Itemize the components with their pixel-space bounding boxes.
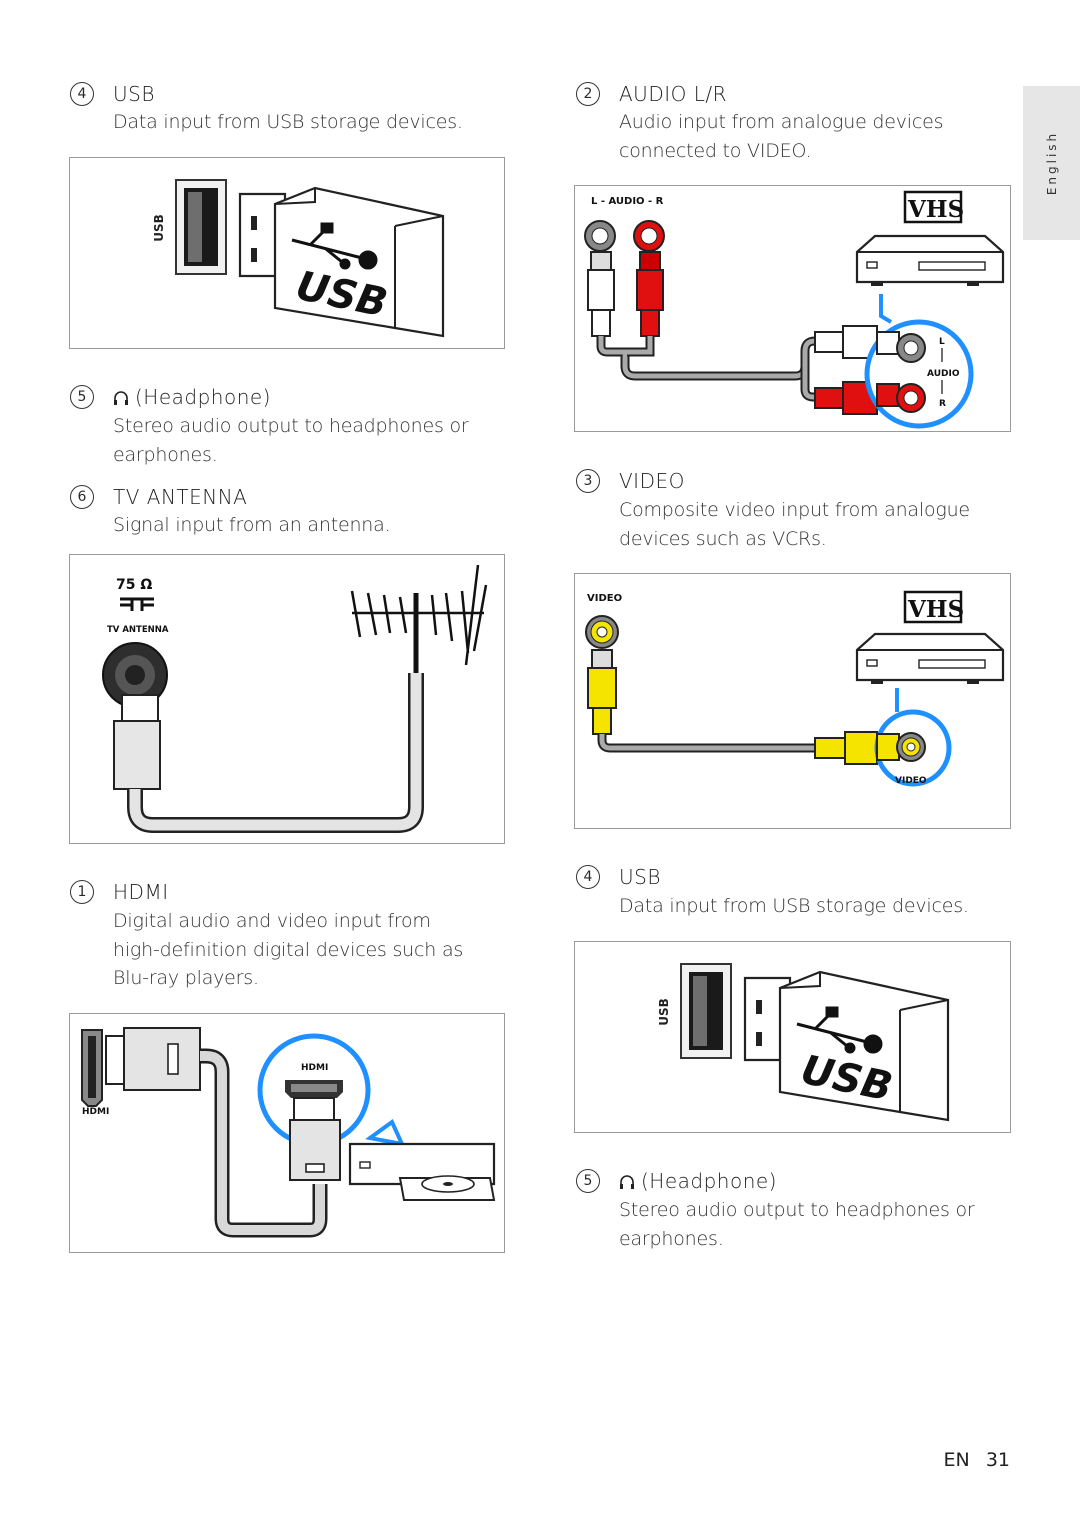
section-desc-usb-right: Data input from USB storage devices. xyxy=(619,895,969,917)
section-title-usb-right: USB xyxy=(619,865,661,889)
section-title-hdmi: HDMI xyxy=(113,880,169,904)
language-label: English xyxy=(1044,130,1059,196)
video-diagram: VIDEO VIDEO VHS xyxy=(574,573,1011,829)
section-title-headphone-right: (Headphone) xyxy=(619,1169,777,1193)
audio-callout-r: R xyxy=(939,399,946,409)
audio-diagram: L - AUDIO - R L AUDIO R xyxy=(574,185,1011,432)
section-number: 6 xyxy=(70,485,94,509)
section-desc-hdmi: Digital audio and video input from high-… xyxy=(113,910,464,989)
section-desc-headphone: Stereo audio output to headphones or ear… xyxy=(113,415,469,466)
video-callout-label: VIDEO xyxy=(895,776,927,786)
section-desc-audio: Audio input from analogue devices connec… xyxy=(619,111,944,162)
page-footer: EN 31 xyxy=(944,1449,1010,1471)
language-tab: English xyxy=(1023,86,1080,240)
audio-vhs-logo: VHS xyxy=(907,196,964,223)
video-port-label: VIDEO xyxy=(587,593,622,604)
section-desc-usb: Data input from USB storage devices. xyxy=(113,111,463,133)
usb-diagram-right: USB USB xyxy=(574,941,1011,1133)
audio-callout-l: L xyxy=(939,337,945,347)
antenna-ohm-label: 75 Ω xyxy=(116,577,152,593)
page-number: 31 xyxy=(985,1449,1010,1471)
section-title-audio: AUDIO L/R xyxy=(619,82,727,106)
video-vhs-logo: VHS xyxy=(907,596,964,623)
section-number: 4 xyxy=(70,82,94,106)
section-title-video: VIDEO xyxy=(619,469,685,493)
section-desc-video: Composite video input from analogue devi… xyxy=(619,499,970,550)
usb-port-label-right: USB xyxy=(657,998,671,1026)
hdmi-port-label: HDMI xyxy=(82,1107,109,1117)
section-number: 1 xyxy=(70,880,94,904)
audio-callout-audio: AUDIO xyxy=(927,369,960,379)
section-number: 5 xyxy=(576,1169,600,1193)
section-number: 4 xyxy=(576,865,600,889)
footer-lang: EN xyxy=(943,1449,970,1471)
section-number: 2 xyxy=(576,82,600,106)
usb-diagram: USB USB xyxy=(69,157,505,349)
hdmi-diagram: HDMI HDMI xyxy=(69,1013,505,1253)
antenna-port-label: TV ANTENNA xyxy=(107,625,169,635)
headphone-icon xyxy=(620,1175,634,1189)
section-title-headphone: (Headphone) xyxy=(113,385,271,409)
usb-port-label: USB xyxy=(152,214,166,242)
section-title-antenna: TV ANTENNA xyxy=(113,485,248,509)
section-desc-headphone-right: Stereo audio output to headphones or ear… xyxy=(619,1199,975,1250)
section-number: 3 xyxy=(576,469,600,493)
section-title-usb: USB xyxy=(113,82,155,106)
headphone-title-text-right: (Headphone) xyxy=(641,1169,777,1193)
hdmi-callout-label: HDMI xyxy=(301,1063,328,1073)
audio-port-label: L - AUDIO - R xyxy=(591,196,664,207)
antenna-diagram: 75 Ω TV ANTENNA xyxy=(69,554,505,844)
section-number: 5 xyxy=(70,385,94,409)
section-desc-antenna: Signal input from an antenna. xyxy=(113,514,391,536)
headphone-icon xyxy=(114,391,128,405)
headphone-title-text: (Headphone) xyxy=(135,385,271,409)
